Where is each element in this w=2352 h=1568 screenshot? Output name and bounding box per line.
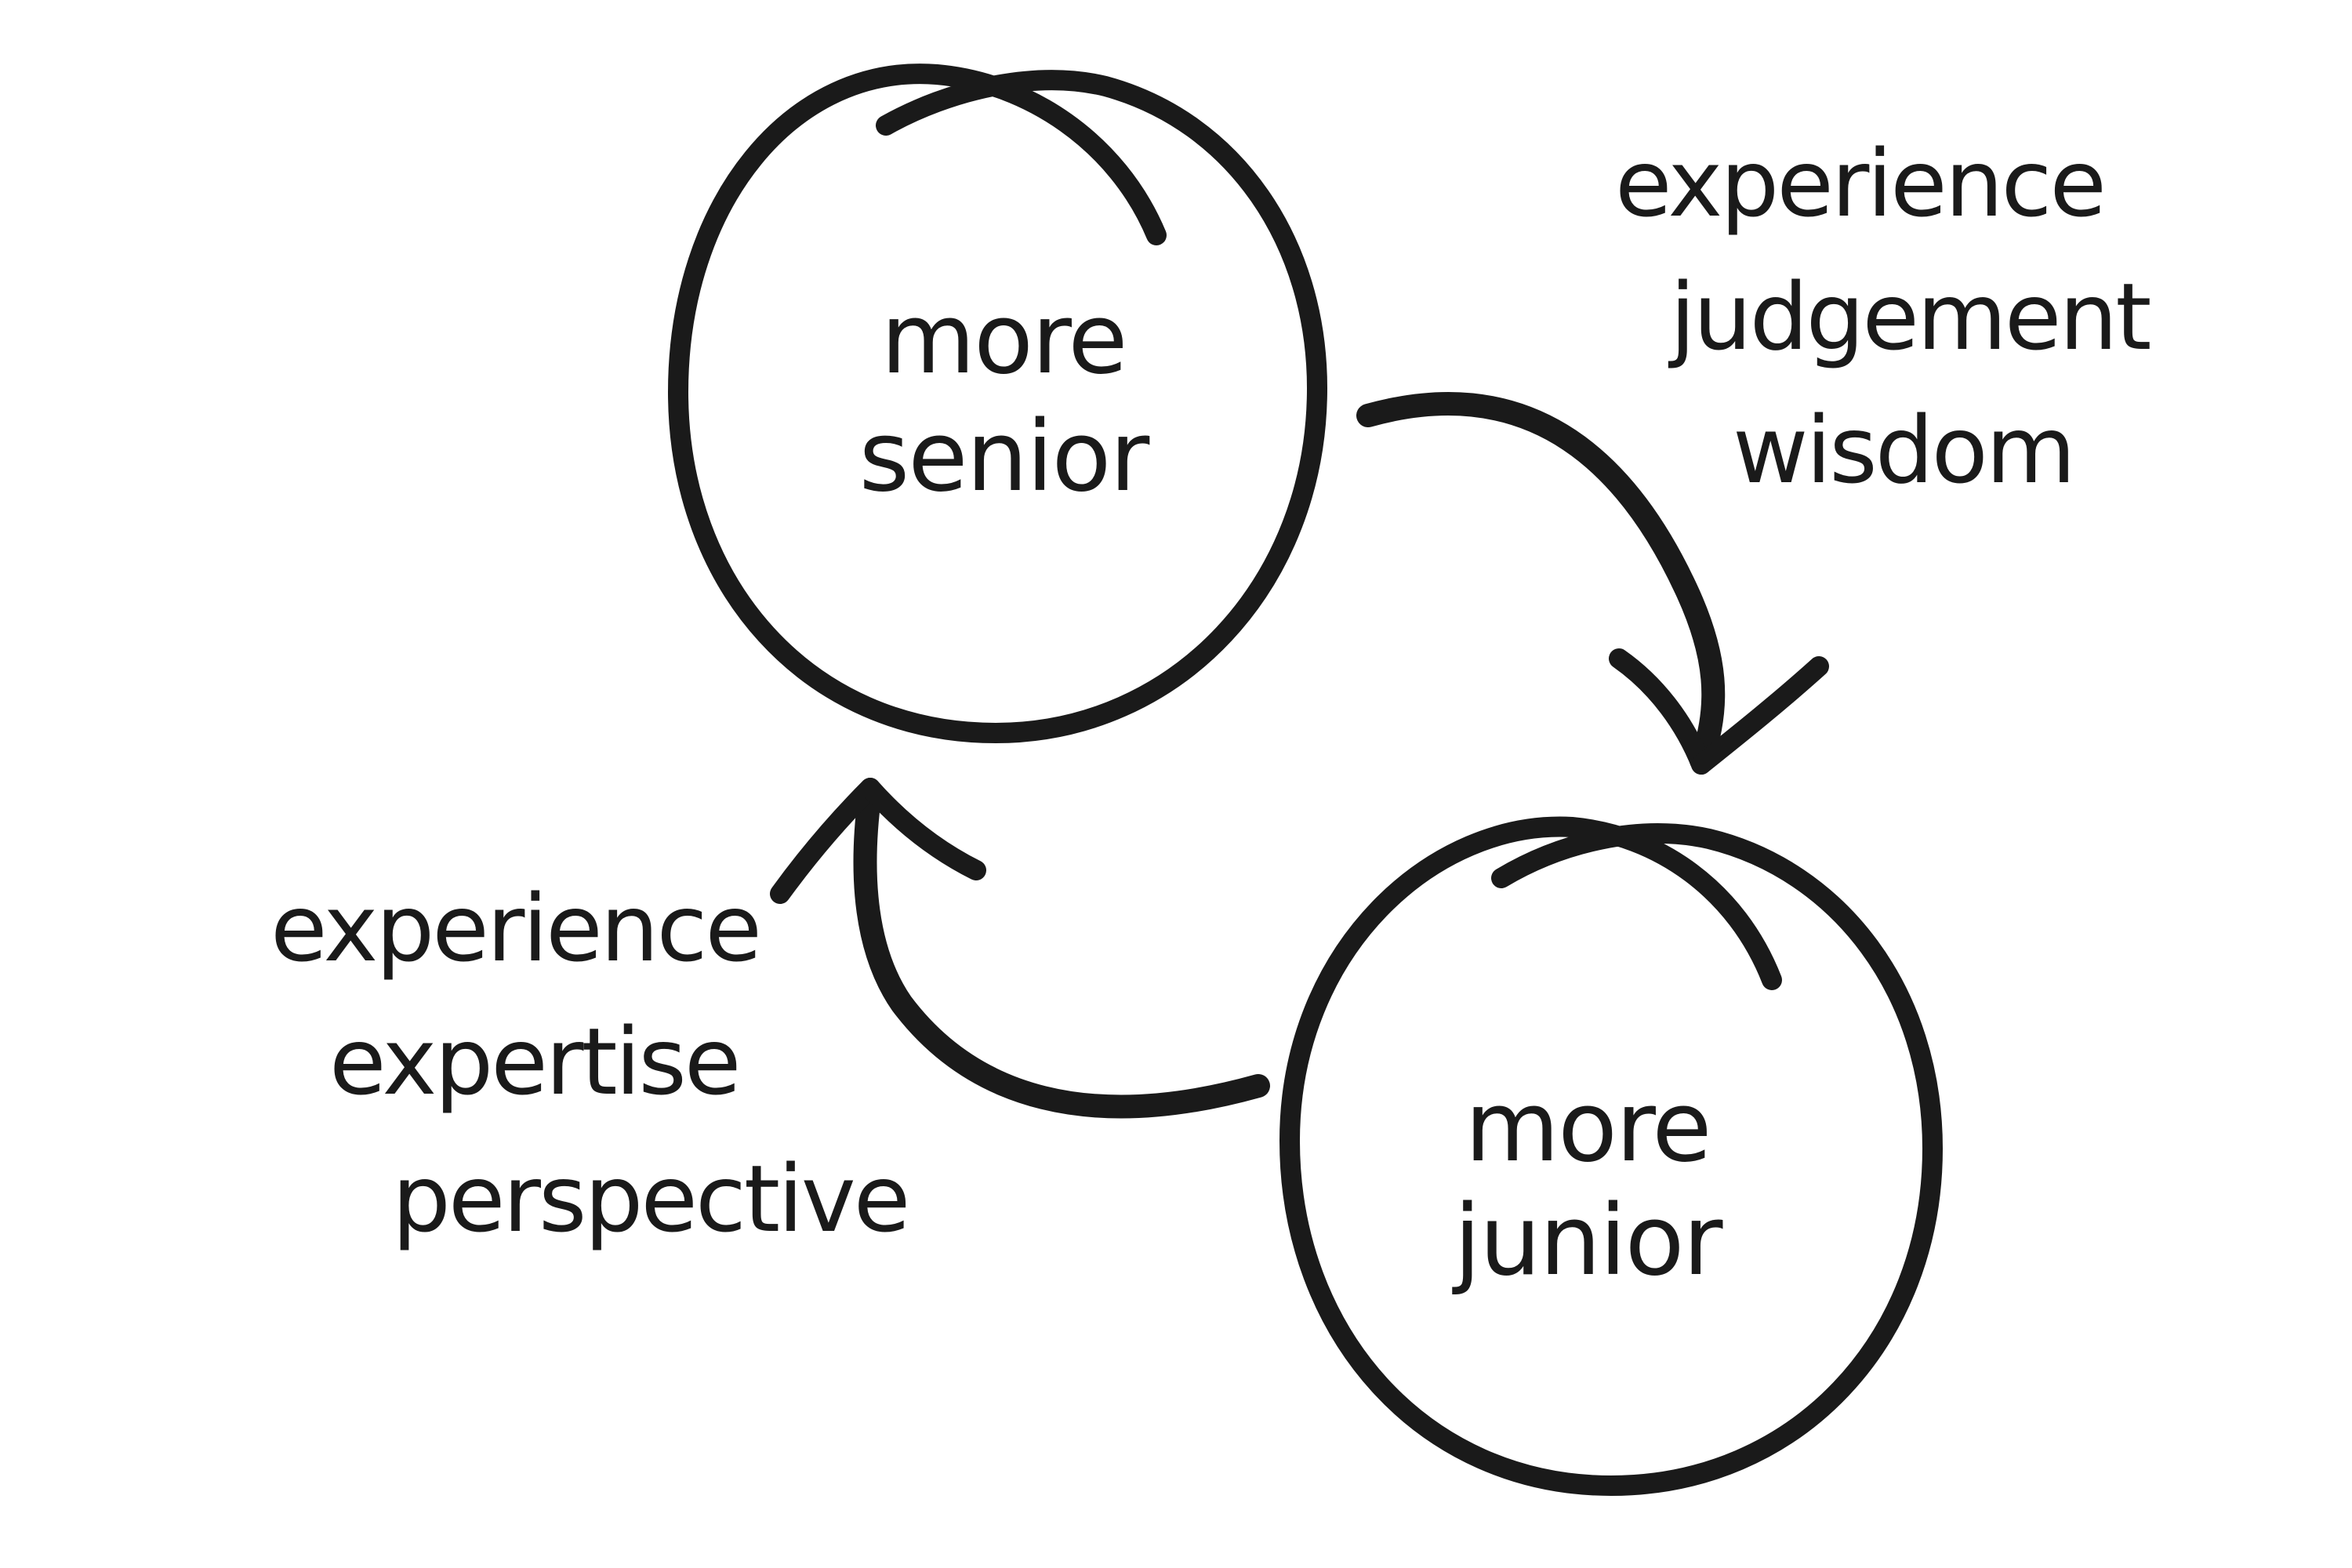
senior-gives-item-3: wisdom (1733, 396, 2074, 504)
senior-gives-item-1: experience (1615, 129, 2104, 238)
arrow-junior-to-senior (770, 778, 1270, 1119)
senior-label-line2: senior (859, 401, 1150, 514)
junior-gives-item-1: experience (270, 874, 760, 982)
junior-gives-item-2: expertise (329, 1007, 739, 1116)
senior-gives-item-2: judgement (1668, 263, 2150, 371)
senior-circle (668, 64, 1327, 743)
junior-label-line2: junior (1452, 1185, 1723, 1298)
junior-gives-item-3: perspective (392, 1145, 908, 1253)
senior-label-line1: more (880, 283, 1126, 396)
arrow-senior-to-junior (1356, 392, 1829, 775)
junior-circle (1279, 816, 1943, 1496)
junior-label-line1: more (1465, 1071, 1710, 1184)
